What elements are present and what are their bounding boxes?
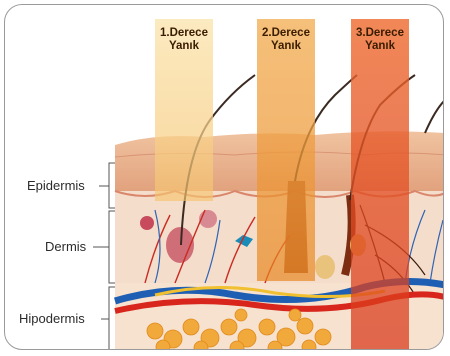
second-degree-line1: 2.Derece xyxy=(254,27,318,40)
third-degree-line1: 3.Derece xyxy=(348,27,412,40)
second-degree-line2: Yanık xyxy=(254,40,318,53)
first-degree-title: 1.Derece Yanık xyxy=(152,27,216,53)
second-degree-title: 2.Derece Yanık xyxy=(254,27,318,53)
third-degree-line2: Yanık xyxy=(348,40,412,53)
third-degree-column xyxy=(351,19,409,350)
epidermis-label: Epidermis xyxy=(27,178,85,193)
third-degree-title: 3.Derece Yanık xyxy=(348,27,412,53)
dermis-label: Dermis xyxy=(45,239,86,254)
first-degree-line2: Yanık xyxy=(152,40,216,53)
hipodermis-label: Hipodermis xyxy=(19,311,85,326)
second-degree-column xyxy=(257,19,315,281)
figure-frame: 1.Derece Yanık 2.Derece Yanık 3.Derece Y… xyxy=(4,4,444,350)
first-degree-line1: 1.Derece xyxy=(152,27,216,40)
